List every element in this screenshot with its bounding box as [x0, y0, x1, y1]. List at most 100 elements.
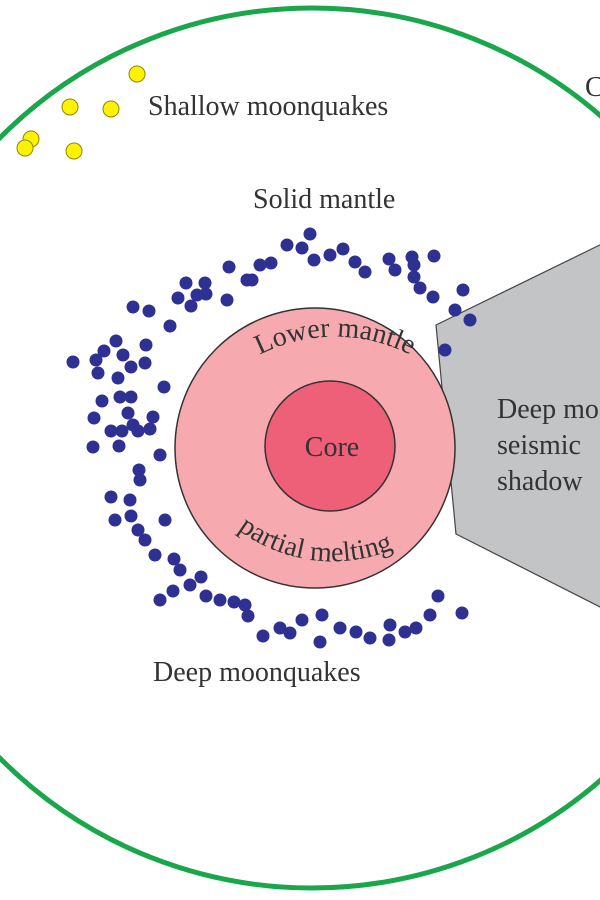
deep-moonquake-dot	[131, 523, 145, 537]
shallow-moonquake-dot	[16, 139, 34, 157]
deep-moonquake-dot	[455, 606, 469, 620]
shallow-moonquakes-label: Shallow moonquakes	[148, 91, 388, 122]
deep-moonquake-dot	[87, 411, 101, 425]
deep-moonquake-dot	[199, 287, 213, 301]
shallow-moonquakes-markers	[16, 65, 146, 160]
deep-moonquake-dot	[423, 608, 437, 622]
deep-moonquakes-label: Deep moonquakes	[153, 657, 361, 688]
deep-moonquake-dot	[407, 258, 421, 272]
shallow-moonquake-dot	[128, 65, 146, 83]
deep-moonquake-dot	[158, 513, 172, 527]
deep-moonquake-dot	[109, 334, 123, 348]
moon-surface-ring	[0, 5, 600, 891]
deep-moonquake-dot	[336, 242, 350, 256]
deep-moonquake-dot	[163, 319, 177, 333]
deep-moonquake-dot	[194, 570, 208, 584]
deep-moonquake-dot	[358, 265, 372, 279]
deep-moonquake-dot	[146, 410, 160, 424]
deep-moonquake-dot	[295, 613, 309, 627]
seismic-shadow-label-line1: Deep mo	[497, 394, 599, 425]
seismic-shadow-label-line3: shadow	[497, 466, 583, 497]
deep-moonquake-dot	[66, 355, 80, 369]
deep-moonquake-dot	[295, 241, 309, 255]
deep-moonquakes-markers	[66, 227, 477, 649]
deep-moonquake-dot	[179, 276, 193, 290]
deep-moonquake-dot	[157, 380, 171, 394]
deep-moonquake-dot	[427, 249, 441, 263]
deep-moonquake-dot	[227, 595, 241, 609]
deep-moonquake-dot	[97, 344, 111, 358]
deep-moonquake-dot	[199, 589, 213, 603]
deep-moonquake-dot	[123, 493, 137, 507]
deep-moonquake-dot	[264, 256, 278, 270]
deep-moonquake-dot	[124, 390, 138, 404]
deep-moonquake-dot	[173, 563, 187, 577]
deep-moonquake-dot	[104, 424, 118, 438]
deep-moonquake-dot	[409, 621, 423, 635]
deep-moonquake-dot	[407, 270, 421, 284]
deep-moonquake-dot	[138, 533, 152, 547]
deep-moonquake-dot	[139, 338, 153, 352]
deep-moonquake-dot	[95, 394, 109, 408]
deep-moonquake-dot	[115, 424, 129, 438]
deep-moonquake-dot	[113, 390, 127, 404]
deep-moonquake-dot	[315, 608, 329, 622]
deep-moonquake-dot	[86, 440, 100, 454]
deep-moonquake-dot	[213, 593, 227, 607]
deep-moonquake-dot	[183, 578, 197, 592]
deep-moonquake-dot	[333, 621, 347, 635]
deep-moonquake-dot	[438, 343, 452, 357]
deep-moonquake-dot	[382, 252, 396, 266]
deep-moonquake-dot	[116, 348, 130, 362]
crust-label-partial: C	[585, 72, 600, 103]
deep-moonquake-dot	[153, 448, 167, 462]
shallow-moonquake-dot	[65, 142, 83, 160]
deep-moonquake-dot	[273, 621, 287, 635]
deep-moonquake-dot	[167, 552, 181, 566]
deep-moonquake-dot	[171, 291, 185, 305]
deep-moonquake-dot	[121, 406, 135, 420]
deep-moonquake-dot	[143, 422, 157, 436]
deep-moonquake-dot	[256, 629, 270, 643]
deep-moonquake-dot	[245, 273, 259, 287]
deep-moonquake-dot	[148, 548, 162, 562]
deep-moonquake-dot	[348, 255, 362, 269]
deep-moonquake-dot	[104, 490, 118, 504]
deep-moonquake-dot	[241, 609, 255, 623]
deep-moonquake-dot	[349, 625, 363, 639]
solid-mantle-label: Solid mantle	[253, 184, 395, 215]
deep-moonquake-dot	[323, 248, 337, 262]
deep-moonquake-dot	[363, 631, 377, 645]
deep-moonquake-dot	[238, 598, 252, 612]
deep-moonquake-dot	[283, 626, 297, 640]
deep-moonquake-dot	[307, 253, 321, 267]
deep-moonquake-dot	[222, 260, 236, 274]
deep-moonquake-dot	[398, 625, 412, 639]
deep-moonquake-dot	[89, 353, 103, 367]
deep-moonquake-dot	[131, 424, 145, 438]
deep-moonquake-dot	[111, 371, 125, 385]
deep-moonquake-dot	[303, 227, 317, 241]
core-disc	[264, 380, 396, 512]
deep-moonquake-dot	[382, 633, 396, 647]
deep-moonquake-dot	[138, 356, 152, 370]
deep-moonquake-dot	[198, 276, 212, 290]
shallow-moonquake-dot	[102, 100, 120, 118]
deep-moonquake-dot	[166, 584, 180, 598]
deep-moonquake-dot	[463, 313, 477, 327]
deep-moonquake-dot	[313, 635, 327, 649]
deep-moonquake-dot	[126, 300, 140, 314]
deep-moonquake-dot	[388, 263, 402, 277]
deep-moonquake-dot	[108, 513, 122, 527]
deep-moonquake-dot	[124, 360, 138, 374]
core-label: Core	[305, 432, 359, 463]
seismic-shadow-label-line2: seismic	[497, 430, 581, 461]
deep-moonquake-dot	[426, 290, 440, 304]
deep-moonquake-dot	[133, 473, 147, 487]
deep-moonquake-dot	[431, 589, 445, 603]
deep-moonquake-dot	[91, 366, 105, 380]
deep-moonquake-dot	[132, 463, 146, 477]
deep-moonquake-dot	[184, 299, 198, 313]
deep-moonquake-dot	[124, 509, 138, 523]
